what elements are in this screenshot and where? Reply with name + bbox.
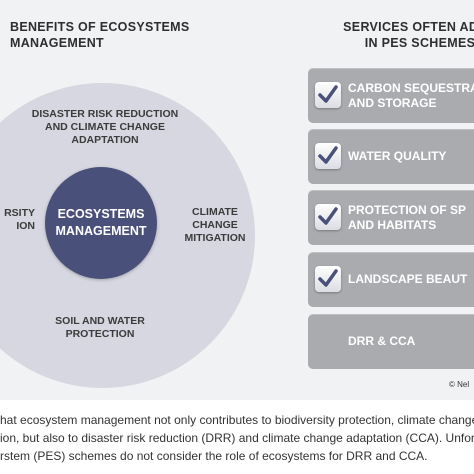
diagram-panel: BENEFITS OF ECOSYSTEMS MANAGEMENT SERVIC… — [0, 0, 474, 400]
service-label: WATER QUALITY — [348, 149, 447, 163]
credit-text: © Nel — [449, 380, 470, 389]
checkmark-icon — [315, 143, 341, 169]
service-label: DRR & CCA — [348, 334, 416, 348]
checkmark-icon — [315, 266, 341, 292]
benefit-soil-water: SOIL AND WATER PROTECTION — [55, 315, 145, 340]
ecosystems-management-circle: ECOSYSTEMS MANAGEMENT — [45, 167, 157, 279]
service-label: CARBON SEQUESTRA AND STORAGE — [348, 80, 474, 110]
figure-caption — [0, 400, 474, 474]
caption-line: rstem (PES) schemes do not consider the … — [0, 449, 428, 463]
benefit-climate-mitigation: CLIMATE CHANGE MITIGATION — [184, 206, 246, 244]
checkmark-icon — [315, 82, 341, 108]
service-item: DRR & CCA — [308, 314, 474, 369]
service-item: WATER QUALITY — [308, 129, 474, 184]
benefit-biodiversity: RSITY ION — [4, 207, 35, 232]
service-item: LANDSCAPE BEAUT — [308, 252, 474, 307]
benefits-heading: BENEFITS OF ECOSYSTEMS MANAGEMENT — [10, 20, 190, 50]
checkmark-icon — [315, 204, 341, 230]
caption-line: hat ecosystem management not only contri… — [0, 413, 474, 427]
service-item: PROTECTION OF SP AND HABITATS — [308, 190, 474, 245]
services-heading: SERVICES OFTEN ADDR IN PES SCHEMES — [343, 20, 474, 50]
benefit-drr-cca: DISASTER RISK REDUCTION AND CLIMATE CHAN… — [31, 108, 179, 146]
center-label: ECOSYSTEMS MANAGEMENT — [55, 207, 147, 238]
caption-line: ion, but also to disaster risk reduction… — [0, 431, 474, 445]
service-label: LANDSCAPE BEAUT — [348, 272, 468, 286]
service-label: PROTECTION OF SP AND HABITATS — [348, 202, 467, 232]
service-item: CARBON SEQUESTRA AND STORAGE — [308, 68, 474, 123]
